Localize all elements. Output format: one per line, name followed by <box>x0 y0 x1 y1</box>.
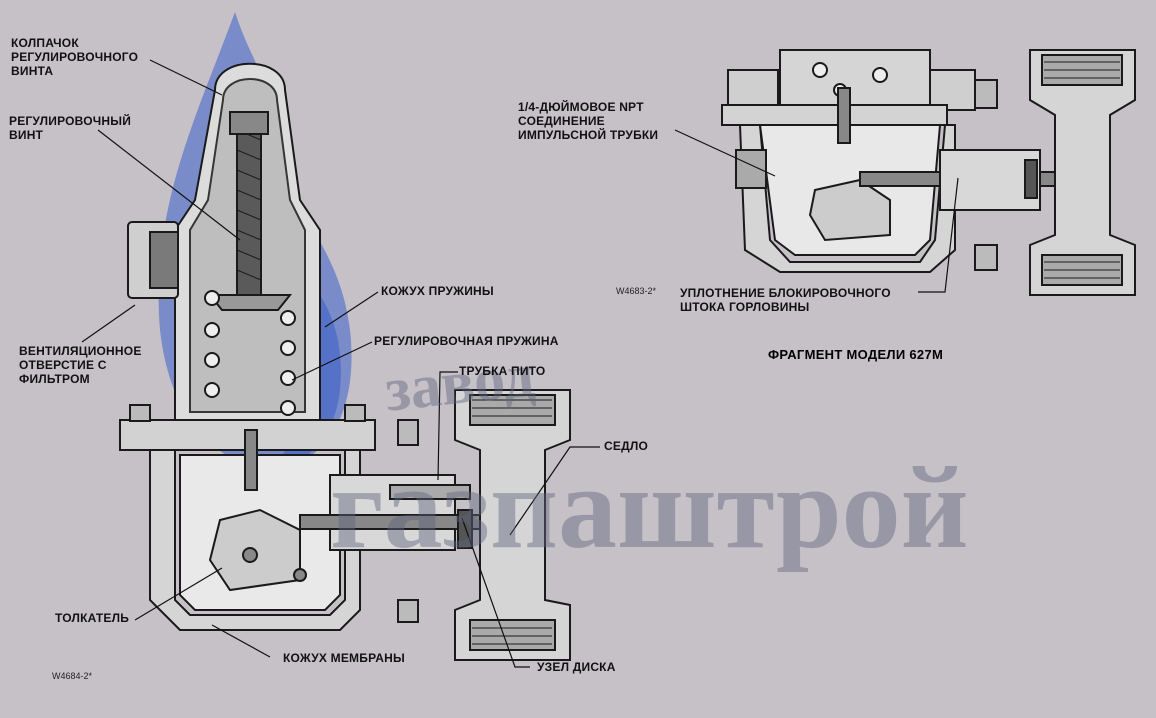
label-stem-seal: УПЛОТНЕНИЕ БЛОКИРОВОЧНОГО ШТОКА ГОРЛОВИН… <box>680 286 891 314</box>
fragment-caption: ФРАГМЕНТ МОДЕЛИ 627М <box>768 347 944 362</box>
fragment-627m <box>721 49 1136 296</box>
leader-lines <box>81 59 959 668</box>
label-vent: ВЕНТИЛЯЦИОННОЕ ОТВЕРСТИЕ С ФИЛЬТРОМ <box>19 344 142 386</box>
label-adjust-screw: РЕГУЛИРОВОЧНЫЙ ВИНТ <box>9 114 132 142</box>
code-fragment: W4683-2* <box>616 286 657 296</box>
label-spring-case: КОЖУХ ПРУЖИНЫ <box>381 284 494 298</box>
watermark-bottom: газпаштрой <box>330 442 969 573</box>
label-cap: КОЛПАЧОК РЕГУЛИРОВОЧНОГО ВИНТА <box>11 36 139 78</box>
label-npt-connection: 1/4-ДЮЙМОВОЕ NPT СОЕДИНЕНИЕ ИМПУЛЬСНОЙ Т… <box>518 100 659 142</box>
label-disk-assembly: УЗЕЛ ДИСКА <box>537 660 616 674</box>
label-adjust-spring: РЕГУЛИРОВОЧНАЯ ПРУЖИНА <box>374 334 559 348</box>
label-pitot: ТРУБКА ПИТО <box>459 364 546 378</box>
code-main: W4684-2* <box>52 671 93 681</box>
label-seat: СЕДЛО <box>604 439 648 453</box>
label-diaphragm-case: КОЖУХ МЕМБРАНЫ <box>283 651 405 665</box>
main-regulator <box>119 62 571 661</box>
label-pusher: ТОЛКАТЕЛЬ <box>55 611 130 625</box>
